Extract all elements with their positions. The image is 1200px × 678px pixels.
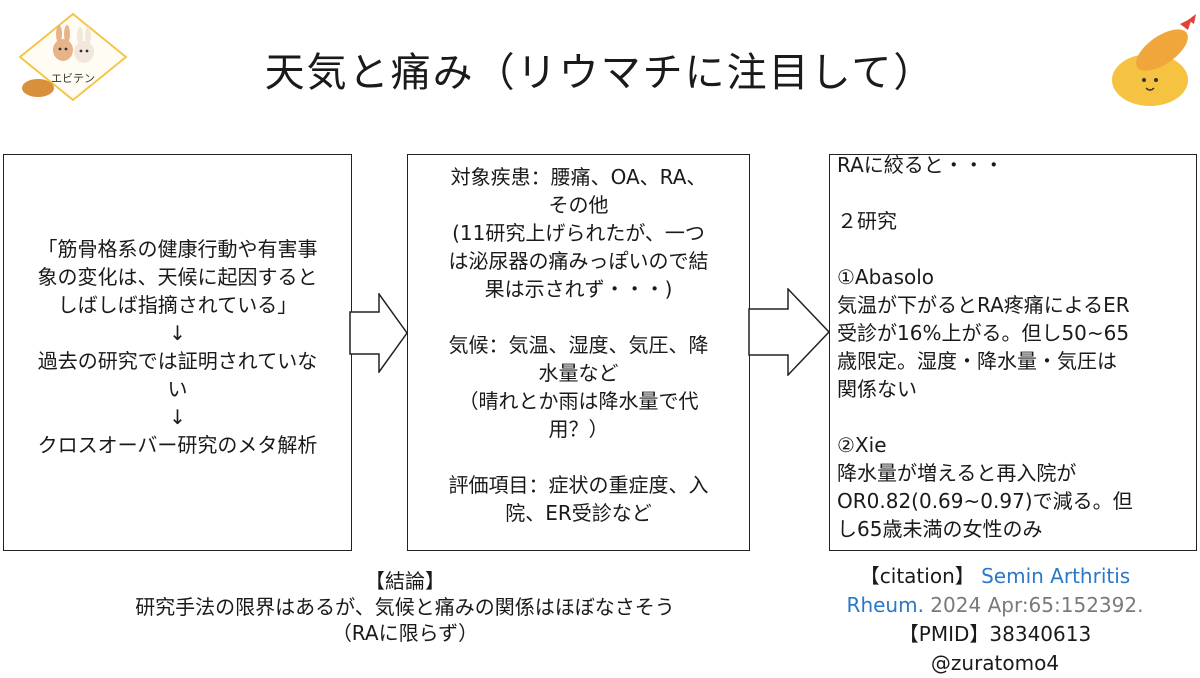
spacer: [837, 235, 1192, 263]
page-title: 天気と痛み（リウマチに注目して）: [264, 50, 936, 96]
text-line: 「筋骨格系の健康行動や有害事: [37, 237, 318, 261]
text-line: OR0.82(0.69~0.97)で減る。但: [837, 489, 1133, 513]
fried-shrimp-mascot-icon: [1112, 14, 1196, 106]
study-count: ２研究: [837, 209, 897, 233]
spacer: [416, 303, 741, 331]
text-line: 評価項目：症状の重症度、入: [448, 473, 709, 497]
study-design-box: 対象疾患：腰痛、OA、RA、その他 (11研究上げられたが、一つは泌尿器の痛みっぽ…: [407, 154, 750, 551]
text-line: 象の変化は、天候に起因すると: [37, 265, 318, 289]
ra-results-text: RAに絞ると・・・ ２研究 ①Abasolo 気温が下がるとRA疼痛によるER 受診が1…: [837, 151, 1192, 543]
rabbit-duo-logo-icon: エビテン: [18, 12, 128, 102]
journal-link[interactable]: Semin Arthritis: [981, 564, 1131, 588]
author-handle: @zuratomo4: [930, 651, 1060, 675]
logo-text: エビテン: [51, 72, 95, 85]
text-line: 果は示されず・・・): [484, 277, 673, 301]
right-arrow-icon: [748, 288, 831, 376]
citation: 【citation】 Semin Arthritis Rheum. 2024 A…: [810, 562, 1180, 678]
text-line: (11研究上げられたが、一つ: [452, 221, 705, 245]
conclusion-heading: 【結論】: [365, 569, 445, 593]
text-line: 対象疾患：腰痛、OA、RA、: [450, 165, 707, 189]
text-line: 院、ER受診など: [505, 501, 652, 525]
citation-label: 【citation】: [859, 564, 975, 588]
conclusion-text: 研究手法の限界はあるが、気候と痛みの関係はほぼなさそう: [135, 595, 675, 619]
study2-title: ②Xie: [837, 433, 887, 457]
journal-link-cont[interactable]: Rheum.: [846, 593, 924, 617]
text-line: ↓: [169, 321, 186, 345]
text-line: し65歳未満の女性のみ: [837, 517, 1043, 541]
spacer: [837, 403, 1192, 431]
ra-results-box: RAに絞ると・・・ ２研究 ①Abasolo 気温が下がるとRA疼痛によるER 受診が1…: [829, 151, 1197, 551]
spacer: [416, 443, 741, 471]
citation-details: 2024 Apr:65:152392.: [923, 593, 1144, 617]
spacer: [837, 179, 1192, 207]
text-line: ↓: [169, 405, 186, 429]
background-box: 「筋骨格系の健康行動や有害事象の変化は、天候に起因するとしばしば指摘されている」…: [3, 154, 352, 551]
text-line: 用？）: [548, 417, 609, 441]
text-line: 受診が16%上がる。但し50~65: [837, 321, 1130, 345]
right-arrow-icon: [349, 293, 408, 373]
text-line: 歳限定。湿度・降水量・気圧は: [837, 349, 1117, 373]
text-line: 気候：気温、湿度、気圧、降: [448, 333, 709, 357]
text-line: クロスオーバー研究のメタ解析: [37, 433, 318, 457]
text-line: 降水量が増えると再入院が: [837, 461, 1077, 485]
text-line: い: [167, 377, 188, 401]
conclusion-note: （RAに限らず）: [331, 621, 479, 645]
text-line: 水量など: [538, 361, 619, 385]
text-line: 気温が下がるとRA疼痛によるER: [837, 293, 1130, 317]
text-line: （晴れとか雨は降水量で代: [458, 389, 699, 413]
results-intro: RAに絞ると・・・: [837, 153, 1004, 177]
text-line: 関係ない: [837, 377, 917, 401]
text-line: 過去の研究では証明されていな: [37, 349, 318, 373]
text-line: その他: [548, 193, 609, 217]
study1-title: ①Abasolo: [837, 265, 935, 289]
pmid-value: 38340613: [989, 622, 1092, 646]
conclusion: 【結論】 研究手法の限界はあるが、気候と痛みの関係はほぼなさそう （RAに限らず…: [40, 568, 770, 646]
pmid-label: 【PMID】: [898, 622, 990, 646]
background-text: 「筋骨格系の健康行動や有害事象の変化は、天候に起因するとしばしば指摘されている」…: [10, 235, 345, 459]
text-line: しばしば指摘されている」: [57, 293, 298, 317]
study-design-text: 対象疾患：腰痛、OA、RA、その他 (11研究上げられたが、一つは泌尿器の痛みっぽ…: [416, 163, 741, 527]
text-line: は泌尿器の痛みっぽいので結: [448, 249, 709, 273]
